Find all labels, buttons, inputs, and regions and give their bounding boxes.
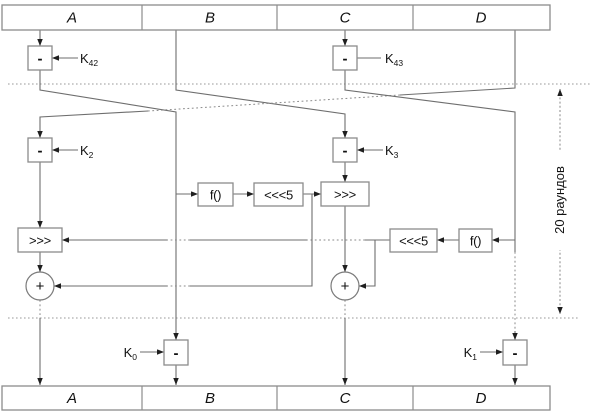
label-rotr-a: >>> [29, 233, 51, 248]
label-k2: K2 [80, 143, 94, 160]
box-rotl5-left [253, 182, 304, 207]
rounds-label: 20 раундов [552, 166, 567, 234]
box-rotl5-right [389, 228, 438, 253]
register-bottom-c: C [340, 390, 351, 407]
label-sub-k42: - [38, 51, 43, 68]
top-registers: A B C D [1, 4, 551, 31]
box-sub-k43 [332, 45, 358, 71]
line-d-wrap-dotted [147, 94, 401, 112]
box-f-left [197, 182, 234, 207]
label-k1: K1 [464, 345, 478, 362]
label-f-left: f() [210, 188, 221, 203]
box-rotr-c [320, 181, 370, 207]
top-register-row [1, 4, 551, 31]
line-b-cross-to-c-column [175, 30, 348, 138]
label-f-right: f() [470, 234, 481, 249]
circle-add-a [25, 271, 55, 301]
operation-boxes: - - - - f() <<<5 >>> >>> <<<5 f() + + - … [17, 45, 528, 366]
key-labels: K42 K43 K2 K3 K0 K1 [80, 51, 477, 362]
label-add-c: + [341, 278, 350, 295]
flow-lines [37, 30, 518, 385]
label-rotl5-right: <<<5 [399, 234, 428, 249]
register-top-d: D [476, 10, 487, 27]
line-c-cross-to-d-column [344, 70, 516, 252]
label-k3: K3 [385, 143, 399, 160]
box-rotr-a [17, 227, 63, 253]
rounds-dimension: 20 раундов [548, 89, 574, 314]
register-top-b: B [205, 10, 215, 27]
register-top-a: A [66, 10, 77, 27]
box-sub-k0 [163, 339, 189, 366]
label-k0: K0 [124, 345, 138, 362]
line-branch-to-add-a [190, 194, 313, 287]
line-d-drop [399, 30, 516, 96]
register-bottom-b: B [205, 390, 215, 407]
box-sub-k42 [27, 45, 53, 71]
register-bottom-a: A [66, 390, 77, 407]
label-add-a: + [36, 278, 45, 295]
bottom-register-row [1, 385, 551, 411]
label-sub-k2: - [38, 143, 43, 160]
circle-add-c [330, 271, 360, 301]
box-sub-k2 [27, 137, 53, 163]
label-k42: K42 [80, 51, 98, 68]
label-sub-k3: - [343, 143, 348, 160]
round-separators [8, 83, 590, 319]
bottom-registers: A B C D [1, 385, 551, 411]
label-k43: K43 [385, 51, 403, 68]
box-f-right [458, 228, 493, 253]
label-rotl5-left: <<<5 [264, 188, 293, 203]
label-sub-k1: - [513, 345, 518, 362]
box-sub-k3 [332, 137, 358, 163]
arrow-branch-into-add-c [359, 240, 376, 289]
box-sub-k1 [502, 339, 528, 366]
rounds-label-bg [548, 150, 574, 250]
register-bottom-d: D [476, 390, 487, 407]
label-rotr-c: >>> [334, 187, 356, 202]
label-sub-k43: - [343, 51, 348, 68]
label-sub-k0: - [174, 345, 179, 362]
line-a-cross-to-b-column [39, 70, 179, 340]
arrow-d-wrap-into-sub-k2 [37, 110, 149, 138]
register-top-c: C [340, 10, 351, 27]
